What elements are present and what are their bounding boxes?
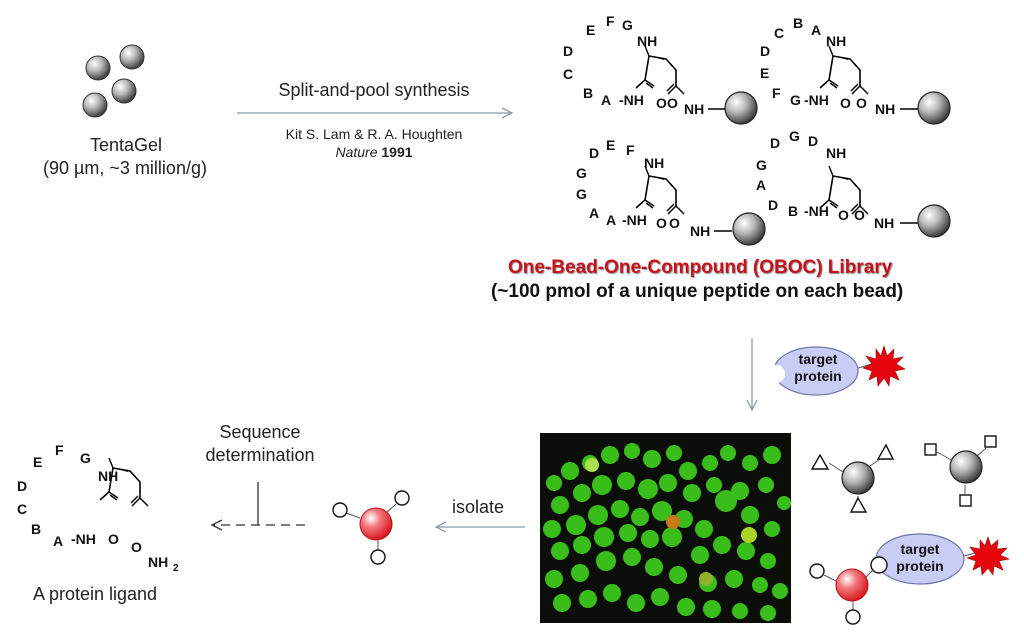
svg-text:B: B xyxy=(31,521,41,537)
svg-text:NH: NH xyxy=(826,145,846,161)
svg-text:O: O xyxy=(669,215,680,231)
synthesis-citation: Nature 1991 xyxy=(240,144,508,160)
svg-text:-NH: -NH xyxy=(71,531,96,547)
svg-text:D: D xyxy=(768,197,778,213)
fluorescence-bead-photo xyxy=(540,433,791,623)
svg-text:G: G xyxy=(80,450,91,466)
sequence-label-line1: Sequence xyxy=(219,422,301,442)
svg-text:B: B xyxy=(583,85,593,101)
svg-text:E: E xyxy=(33,454,42,470)
synthesis-authors: Kit S. Lam & R. A. Houghten xyxy=(285,126,463,142)
svg-text:O: O xyxy=(840,95,851,111)
svg-text:NH: NH xyxy=(875,101,895,117)
bound-target-protein-label: target protein xyxy=(896,541,944,574)
svg-text:G: G xyxy=(789,128,800,144)
svg-text:-NH: -NH xyxy=(619,92,644,108)
svg-text:NH: NH xyxy=(684,101,704,117)
library-subtitle: (~100 pmol of a unique peptide on each b… xyxy=(491,281,904,302)
nonbinding-bead-triangles xyxy=(810,443,895,513)
protein-ligand-label: A protein ligand xyxy=(32,584,158,604)
sequence-label-line2: determination xyxy=(205,445,315,465)
nonbinding-bead-squares xyxy=(924,435,997,507)
sequence-determination-arrow xyxy=(212,482,305,525)
svg-text:2: 2 xyxy=(173,563,179,574)
svg-text:E: E xyxy=(586,22,595,38)
svg-text:A: A xyxy=(601,92,611,108)
tentagel-spec: (90 µm, ~3 million/g) xyxy=(43,158,207,178)
svg-text:NH: NH xyxy=(874,215,894,231)
fluorescent-tag-icon xyxy=(966,536,1010,576)
tentagel-label: TentaGel xyxy=(89,135,163,155)
svg-text:A: A xyxy=(53,533,63,549)
svg-text:NH: NH xyxy=(690,223,710,239)
svg-text:F: F xyxy=(606,13,615,29)
svg-text:D: D xyxy=(17,478,27,494)
svg-text:O: O xyxy=(856,95,867,111)
svg-text:O: O xyxy=(131,539,142,555)
fluorescent-tag-icon xyxy=(862,344,906,387)
svg-text:D: D xyxy=(770,135,780,151)
svg-text:NH: NH xyxy=(148,554,168,570)
svg-text:G: G xyxy=(622,17,633,33)
svg-text:O: O xyxy=(854,207,865,223)
svg-text:NH: NH xyxy=(644,155,664,171)
hit-bead-bound-protein xyxy=(809,533,1010,625)
svg-text:-NH: -NH xyxy=(804,92,829,108)
svg-text:B: B xyxy=(788,203,798,219)
svg-text:F: F xyxy=(55,442,64,458)
svg-text:C: C xyxy=(17,501,27,517)
svg-text:A: A xyxy=(606,212,616,228)
svg-text:E: E xyxy=(760,65,769,81)
svg-text:O: O xyxy=(656,95,667,111)
svg-text:D: D xyxy=(589,145,599,161)
svg-text:E: E xyxy=(606,137,615,153)
target-protein-probe xyxy=(767,344,906,396)
svg-text:C: C xyxy=(774,25,784,41)
tentagel-beads-icon xyxy=(82,44,145,118)
synthesis-label: Split-and-pool synthesis xyxy=(278,80,470,100)
svg-text:A: A xyxy=(756,177,766,193)
svg-text:D: D xyxy=(563,43,573,59)
isolate-label: isolate xyxy=(451,497,505,517)
svg-text:D: D xyxy=(808,133,818,149)
svg-text:O: O xyxy=(667,95,678,111)
journal-name: Nature xyxy=(335,144,378,160)
svg-text:A: A xyxy=(589,205,599,221)
svg-text:G: G xyxy=(576,165,587,181)
svg-text:NH: NH xyxy=(637,33,657,49)
svg-text:A: A xyxy=(811,22,821,38)
svg-text:D: D xyxy=(760,43,770,59)
svg-text:F: F xyxy=(772,85,781,101)
svg-text:O: O xyxy=(838,207,849,223)
svg-text:C: C xyxy=(563,66,573,82)
svg-text:-NH: -NH xyxy=(622,212,647,228)
library-title: One-Bead-One-Compound (OBOC) Library xyxy=(508,257,893,278)
svg-text:B: B xyxy=(793,15,803,31)
target-protein-label: target protein xyxy=(794,351,842,384)
publication-year: 1991 xyxy=(381,144,413,160)
svg-text:O: O xyxy=(656,215,667,231)
svg-text:G: G xyxy=(756,157,767,173)
svg-text:NH: NH xyxy=(98,468,118,484)
svg-text:-NH: -NH xyxy=(804,203,829,219)
isolated-hit-bead xyxy=(332,490,410,565)
svg-text:F: F xyxy=(626,142,635,158)
svg-text:NH: NH xyxy=(826,33,846,49)
svg-text:G: G xyxy=(790,92,801,108)
svg-text:G: G xyxy=(576,186,587,202)
svg-text:O: O xyxy=(108,531,119,547)
